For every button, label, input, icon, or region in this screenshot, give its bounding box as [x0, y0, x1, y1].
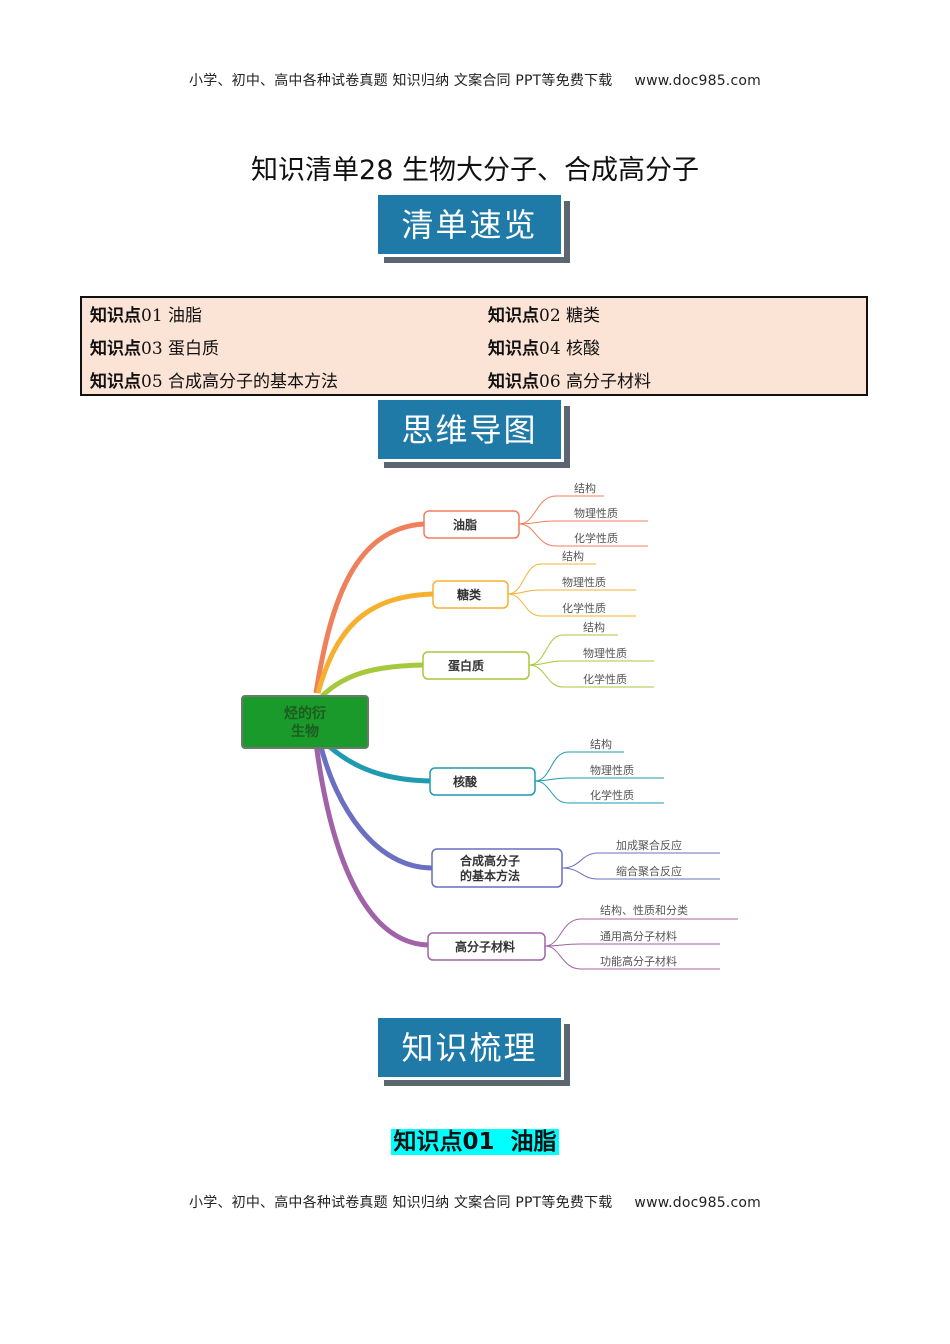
leaf-youzhi-2: 物理性质 — [574, 506, 618, 520]
toc-box: 知识点01 油脂 知识点02 糖类 知识点03 蛋白质 知识点04 核酸 知识点… — [80, 296, 868, 396]
branch-label-youzhi: 油脂 — [453, 517, 477, 532]
banner-overview: 清单速览 — [378, 195, 570, 263]
leaf-gaofenzi-3: 功能高分子材料 — [600, 954, 677, 968]
banner-review: 知识梳理 — [378, 1018, 570, 1086]
leaf-tanglei-2: 物理性质 — [562, 575, 606, 589]
page-footer: 小学、初中、高中各种试卷真题 知识归纳 文案合同 PPT等免费下载 www.doc… — [0, 1192, 950, 1212]
toc-item-03[interactable]: 知识点03 蛋白质 — [90, 339, 220, 359]
leaf-tanglei-1: 结构 — [562, 549, 584, 563]
toc-item-02[interactable]: 知识点02 糖类 — [488, 306, 601, 326]
leaf-hesuan-2: 物理性质 — [590, 763, 634, 777]
toc-item-01[interactable]: 知识点01 油脂 — [90, 306, 203, 326]
header-text: 小学、初中、高中各种试卷真题 知识归纳 文案合同 PPT等免费下载 — [189, 73, 613, 89]
leaf-danbaizhi-1: 结构 — [583, 620, 605, 634]
leaf-gaofenzi-2: 通用高分子材料 — [600, 929, 677, 943]
footer-text: 小学、初中、高中各种试卷真题 知识归纳 文案合同 PPT等免费下载 — [189, 1195, 613, 1211]
footer-url[interactable]: www.doc985.com — [634, 1195, 761, 1211]
banner-mindmap: 思维导图 — [378, 400, 570, 468]
mind-map: 烃的衍 生物 油脂 结构 物理性质 化学性质 糖类 结构 物理性质 化学性质 蛋… — [241, 481, 738, 970]
page-header: 小学、初中、高中各种试卷真题 知识归纳 文案合同 PPT等免费下载 www.doc… — [0, 70, 950, 90]
leaf-danbaizhi-2: 物理性质 — [583, 646, 627, 660]
branch-label-hecheng-line2: 的基本方法 — [460, 868, 520, 883]
toc-item-04[interactable]: 知识点04 核酸 — [488, 339, 601, 359]
root-label-line2: 生物 — [291, 723, 319, 740]
leaf-youzhi-3: 化学性质 — [574, 531, 618, 545]
branch-node-hesuan[interactable] — [429, 767, 536, 796]
branch-label-tanglei: 糖类 — [457, 587, 482, 602]
toc-item-05[interactable]: 知识点05 合成高分子的基本方法 — [90, 372, 339, 392]
leaf-gaofenzi-1: 结构、性质和分类 — [600, 903, 688, 917]
section-heading: 知识点01 油脂 — [0, 1122, 950, 1156]
page-title: 知识清单28 生物大分子、合成高分子 — [251, 155, 699, 186]
leaf-hesuan-1: 结构 — [590, 737, 612, 751]
leaf-hesuan-3: 化学性质 — [590, 788, 634, 802]
leaf-youzhi-1: 结构 — [574, 481, 596, 495]
root-node — [241, 695, 369, 749]
branch-label-hesuan: 核酸 — [453, 774, 478, 789]
branch-label-gaofenzi: 高分子材料 — [455, 939, 515, 954]
toc-item-06[interactable]: 知识点06 高分子材料 — [488, 372, 652, 392]
branch-label-danbaizhi: 蛋白质 — [448, 658, 484, 673]
leaf-tanglei-3: 化学性质 — [562, 601, 606, 615]
leaf-hecheng-1: 加成聚合反应 — [616, 838, 682, 852]
root-label-line1: 烃的衍 — [284, 705, 326, 722]
branch-label-hecheng-line1: 合成高分子 — [460, 853, 520, 868]
leaf-hecheng-2: 缩合聚合反应 — [616, 864, 682, 878]
leaf-danbaizhi-3: 化学性质 — [583, 672, 627, 686]
header-url[interactable]: www.doc985.com — [634, 73, 761, 89]
section-heading-text: 知识点01 油脂 — [391, 1129, 559, 1155]
